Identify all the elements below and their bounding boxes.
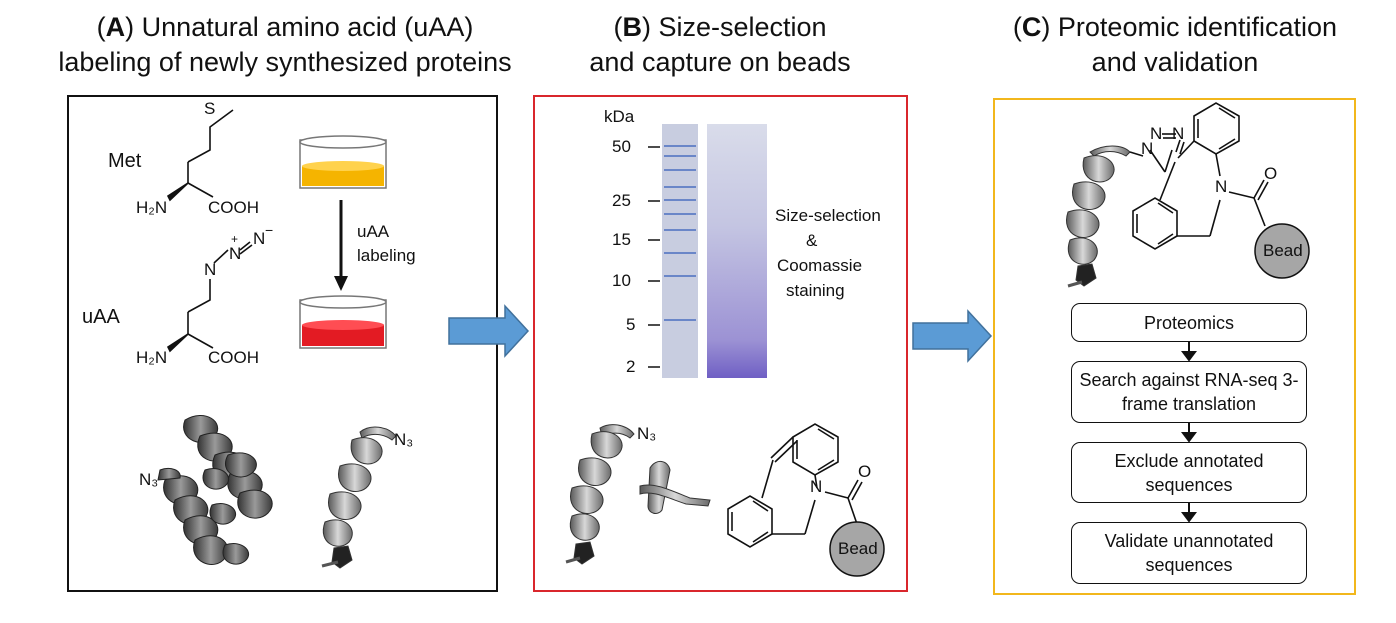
azide-minus-charge: − [265, 222, 274, 238]
bead-b [829, 521, 885, 577]
triazole-n3: N [1172, 124, 1185, 143]
workflow-step-exclude-label: Exclude annotated sequences [1114, 450, 1264, 495]
culture-dish-met [299, 135, 387, 189]
workflow-step-search: Search against RNA-seq 3-frame translati… [1071, 361, 1307, 423]
uaa-structure [166, 241, 253, 353]
uaa-label: uAA [82, 306, 120, 328]
panel-a-title: (A) Unnatural amino acid (uAA) labeling … [50, 10, 520, 80]
gel-caption-line3: Coomassie [777, 256, 863, 275]
panel-c [993, 98, 1356, 595]
culture-dish-uaa [299, 295, 387, 349]
panel-b-title-line2: and capture on beads [589, 47, 851, 77]
triazole-n1: N [1141, 139, 1154, 158]
met-label: Met [108, 150, 142, 172]
panel-a-title-line1: ) Unnatural amino acid (uAA) [125, 12, 474, 42]
panel-c-title: (C) Proteomic identification and validat… [980, 10, 1370, 80]
ladder-50: 50 [612, 137, 631, 156]
bead-c [1254, 223, 1310, 279]
triazole-dbco-structure-c [1132, 102, 1269, 250]
labeling-label-2: labeling [357, 246, 416, 265]
triazole-n2: N [1150, 124, 1163, 143]
flow-arrow-a-to-b [448, 304, 530, 358]
dbco-oxygen-b: O [858, 462, 872, 481]
workflow-step-proteomics: Proteomics [1071, 303, 1307, 342]
panel-b-title: (B) Size-selection and capture on beads [530, 10, 910, 80]
workflow-step-proteomics-label: Proteomics [1143, 312, 1235, 333]
gel-image [648, 124, 767, 378]
gel-caption-line1: Size-selection [775, 206, 881, 225]
azide-label-b: N₃ [637, 424, 657, 443]
dbco-nitrogen-b: N [810, 477, 823, 496]
gel-caption-line4: staining [786, 281, 845, 300]
labeling-arrow [334, 200, 348, 291]
azide-label-small-protein: N₃ [394, 430, 414, 449]
met-carboxyl: COOH [208, 198, 259, 217]
met-sulfur: S [204, 99, 216, 118]
workflow-step-exclude: Exclude annotated sequences [1071, 442, 1307, 503]
ladder-10: 10 [612, 271, 631, 290]
ladder-2: 2 [626, 357, 636, 376]
protein-ribbon-c [1066, 145, 1144, 288]
labeling-label-1: uAA [357, 222, 390, 241]
bead-label-c: Bead [1263, 241, 1303, 260]
gel-caption-line2: & [806, 231, 818, 250]
protein-ribbon-b2 [639, 461, 711, 514]
azide-label-large-protein: N₃ [139, 470, 159, 489]
workflow-connectors [1181, 342, 1197, 523]
workflow-step-validate-label: Validate unannotated sequences [1104, 531, 1274, 575]
protein-ribbon-small-a [321, 426, 397, 569]
amide-oxygen-c: O [1264, 164, 1278, 183]
protein-ribbon-b1 [565, 424, 635, 565]
flow-arrow-b-to-c [912, 309, 993, 363]
protein-ribbon-large [157, 415, 273, 565]
amide-nitrogen-c: N [1215, 177, 1228, 196]
panel-a-title-line2: labeling of newly synthesized proteins [58, 47, 512, 77]
azide-n3: N [253, 229, 266, 248]
dbco-structure-b [727, 423, 863, 548]
panel-b-letter: B [622, 12, 642, 42]
met-structure [166, 109, 234, 202]
panel-b [533, 95, 908, 592]
ladder-25: 25 [612, 191, 631, 210]
ladder-15: 15 [612, 230, 631, 249]
azide-n2: N [229, 244, 242, 263]
uaa-carboxyl: COOH [208, 348, 259, 367]
azide-n1: N [204, 260, 217, 279]
workflow-step-validate: Validate unannotated sequences [1071, 522, 1307, 584]
azide-plus-charge: + [231, 232, 239, 246]
panel-c-title-line2: and validation [1091, 47, 1259, 77]
panel-c-letter: C [1021, 12, 1042, 42]
uaa-amine: H₂N [136, 348, 168, 367]
kda-label: kDa [604, 107, 635, 126]
met-amine: H₂N [136, 198, 168, 217]
workflow-step-search-label: Search against RNA-seq 3-frame translati… [1079, 370, 1299, 414]
panel-b-title-line1: ) Size-selection [641, 12, 827, 42]
ladder-5: 5 [626, 315, 636, 334]
panel-c-title-line1: ) Proteomic identification [1041, 12, 1338, 42]
bead-label-b: Bead [838, 539, 878, 558]
panel-a-letter: A [105, 12, 126, 42]
